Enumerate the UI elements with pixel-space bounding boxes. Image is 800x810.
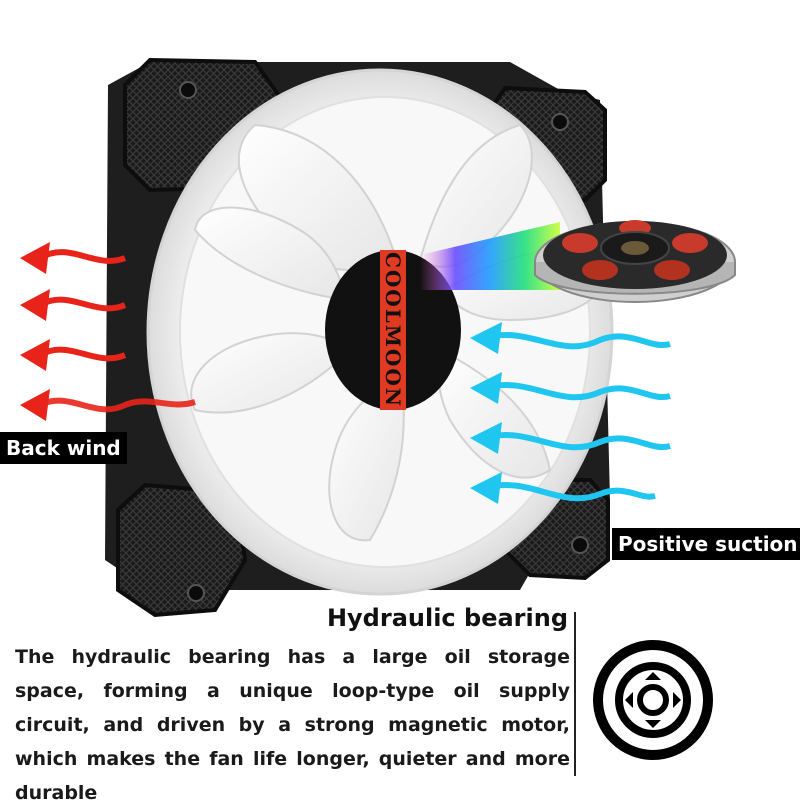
motor-stator <box>534 220 736 303</box>
feature-description: The hydraulic bearing has a large oil st… <box>15 646 570 804</box>
suction-arrows <box>484 332 671 502</box>
positive-suction-label: Positive suction <box>612 528 800 560</box>
rgb-light-beam <box>420 222 560 290</box>
hub-stripe <box>380 250 406 410</box>
divider <box>574 612 576 776</box>
hydraulic-bearing-icon <box>593 640 713 760</box>
back-wind-arrows <box>20 242 196 421</box>
back-wind-label: Back wind <box>0 432 127 464</box>
feature-title: Hydraulic bearing <box>326 604 568 632</box>
brand-logo: COOLMOON <box>381 252 405 408</box>
suction-arrowheads <box>470 322 502 504</box>
